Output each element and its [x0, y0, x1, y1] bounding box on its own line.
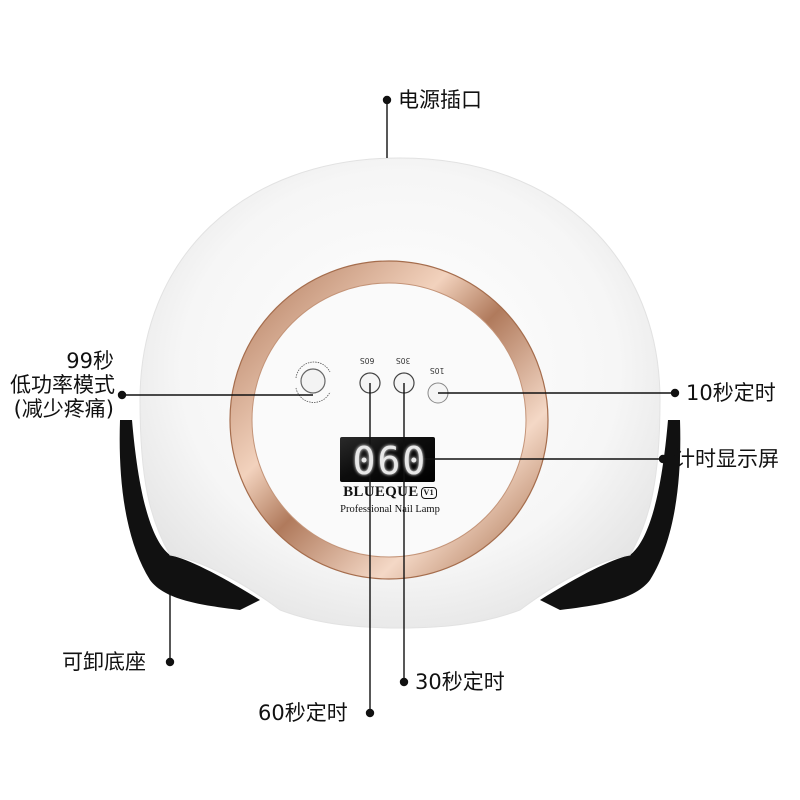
- button-label-60s: 60S: [360, 356, 375, 365]
- timer-display-value: 060: [352, 439, 428, 483]
- rose-gold-ring: [229, 260, 549, 580]
- callout-low-power-line1: 99秒: [66, 349, 114, 373]
- button-label-10s: 10S: [430, 366, 445, 375]
- brand-tagline: Professional Nail Lamp: [340, 504, 440, 515]
- brand-name: BLUEQUE: [343, 484, 419, 500]
- model-badge: V1: [420, 486, 437, 499]
- callout-removable-base: 可卸底座: [62, 650, 146, 674]
- callout-lines: [117, 95, 680, 718]
- callout-low-power-line2: 低功率模式: [10, 373, 115, 397]
- button-label-30s: 30S: [396, 356, 411, 365]
- callout-timer-display: 计时显示屏: [674, 447, 779, 471]
- callout-60s-timer: 60秒定时: [258, 701, 348, 725]
- callout-low-power-line3: (减少疼痛): [13, 397, 114, 421]
- timer-display-screen: [340, 437, 435, 482]
- callout-10s-timer: 10秒定时: [686, 381, 776, 405]
- callout-power-port: 电源插口: [398, 88, 482, 112]
- callout-30s-timer: 30秒定时: [415, 670, 505, 694]
- removable-base: [119, 420, 681, 610]
